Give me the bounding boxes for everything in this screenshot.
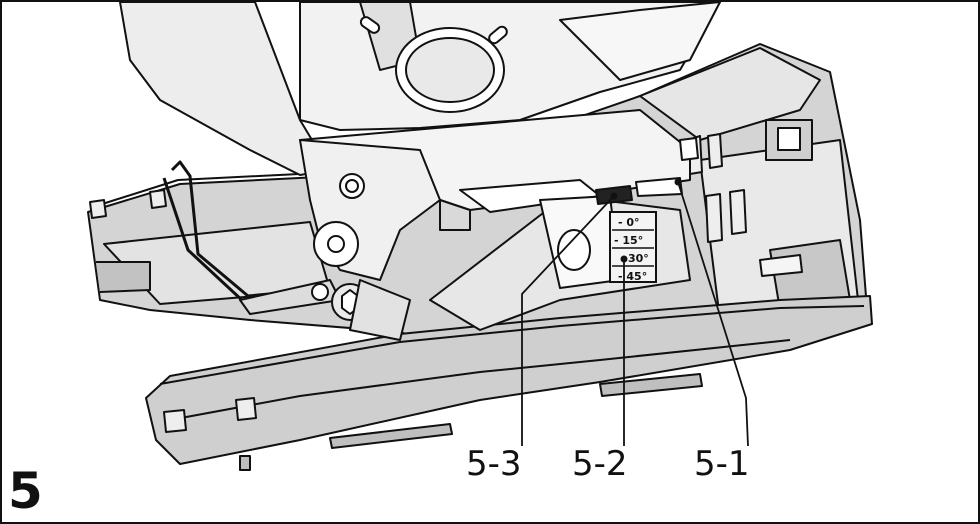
callout-5-1: 5-1 — [694, 444, 750, 484]
leader-5-3 — [521, 195, 615, 446]
leader-5-1 — [677, 181, 749, 447]
scale-mark-15: - 15° — [614, 234, 643, 247]
leader-5-3-dot — [610, 192, 618, 200]
figure-number: 5 — [8, 462, 43, 520]
scale-mark-0: - 0° — [618, 216, 640, 229]
bevel-scale: - 0° - 15° 30° - 45° — [609, 211, 657, 283]
pivot-bracket — [299, 139, 441, 341]
scale-mark-45: - 45° — [618, 270, 647, 283]
leader-5-1-dot — [674, 178, 682, 186]
callout-5-2: 5-2 — [572, 444, 628, 484]
front-base-plate — [145, 295, 873, 471]
scale-mark-30: 30° — [628, 252, 649, 265]
leader-lines — [521, 178, 749, 447]
callout-5-3: 5-3 — [466, 444, 522, 484]
bevel-scale-plate — [609, 211, 657, 283]
clamping-lever — [162, 160, 341, 315]
motor-housing — [119, 1, 721, 176]
